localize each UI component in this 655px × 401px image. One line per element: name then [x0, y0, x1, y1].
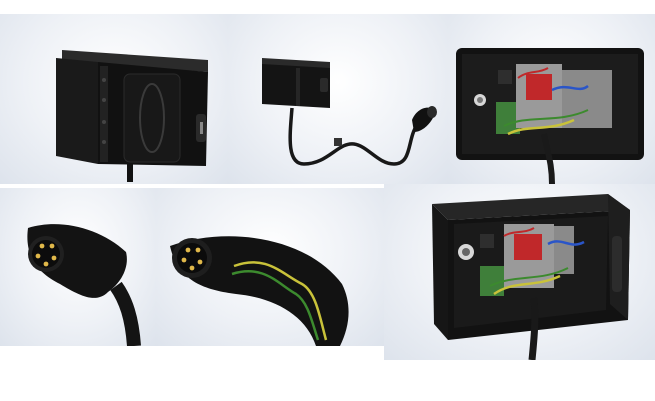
open-enclosure-front-render — [456, 48, 644, 184]
closed-enclosure-panel — [0, 14, 228, 184]
connector-pins-panel — [0, 188, 156, 346]
connector-wires-panel — [156, 188, 384, 346]
open-enclosure-angled-panel — [384, 184, 655, 360]
logo-emblem — [139, 83, 165, 153]
enclosure-cable-connector-panel — [228, 14, 448, 184]
enclosure-cable-render — [262, 58, 437, 166]
connector-wires-render — [170, 236, 349, 346]
closed-enclosure-render — [56, 50, 208, 182]
connector-pins-render — [27, 224, 141, 346]
open-enclosure-angled-render — [432, 194, 630, 360]
open-enclosure-front-panel — [448, 14, 655, 184]
